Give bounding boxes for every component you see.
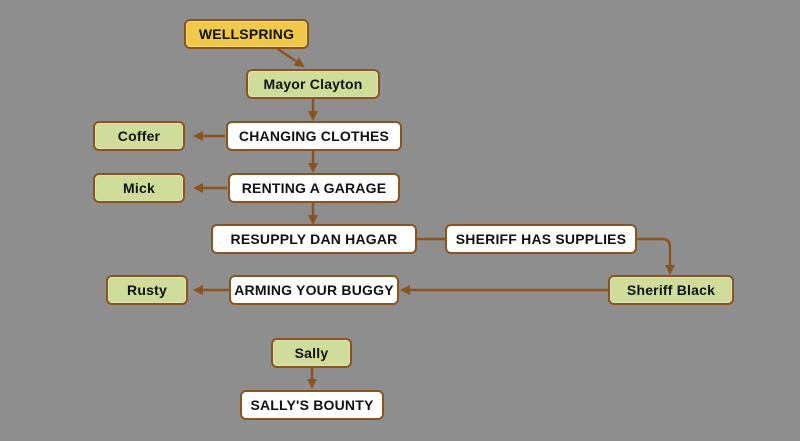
node-sheriff-black: Sheriff Black bbox=[608, 275, 734, 305]
node-arming-your-buggy: ARMING YOUR BUGGY bbox=[229, 275, 399, 305]
node-changing-clothes: CHANGING CLOTHES bbox=[226, 121, 402, 151]
node-coffer: Coffer bbox=[93, 121, 185, 151]
node-rusty: Rusty bbox=[106, 275, 188, 305]
arrow-wellspring-to-mayor bbox=[277, 47, 305, 68]
node-mayor-clayton: Mayor Clayton bbox=[246, 69, 380, 99]
node-resupply-dan-hagar: RESUPPLY DAN HAGAR bbox=[211, 224, 417, 254]
node-wellspring: WELLSPRING bbox=[184, 19, 309, 49]
node-mick: Mick bbox=[93, 173, 185, 203]
node-renting-garage: RENTING A GARAGE bbox=[228, 173, 400, 203]
arrow-sheriff-supplies-to-sheriff-black bbox=[637, 237, 675, 275]
node-sallys-bounty: SALLY'S BOUNTY bbox=[240, 390, 384, 420]
node-sally: Sally bbox=[271, 338, 352, 368]
node-sheriff-has-supplies: SHERIFF HAS SUPPLIES bbox=[445, 224, 637, 254]
